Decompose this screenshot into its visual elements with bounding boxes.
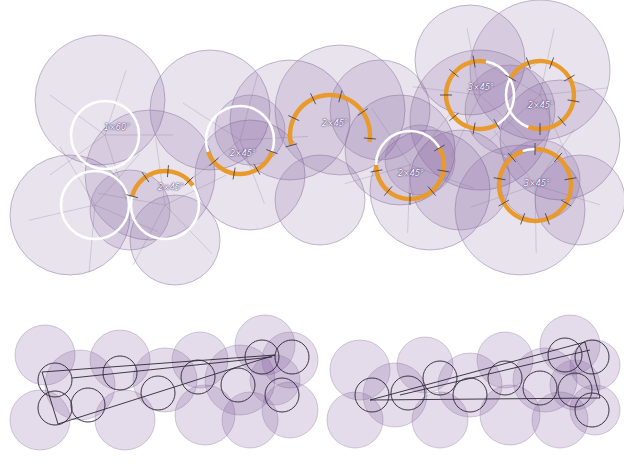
tick-mark bbox=[254, 164, 260, 174]
white-circle bbox=[61, 171, 129, 239]
tick-mark bbox=[558, 116, 566, 125]
tick-mark bbox=[473, 123, 475, 135]
tick-mark bbox=[449, 69, 458, 77]
tick-mark bbox=[494, 119, 500, 129]
outline-circle bbox=[558, 373, 592, 407]
tick-mark bbox=[564, 75, 574, 81]
outline-circle bbox=[141, 376, 175, 410]
tick-mark bbox=[434, 145, 444, 151]
tick-mark bbox=[266, 150, 277, 154]
guide-line bbox=[42, 355, 275, 424]
outline-circle bbox=[275, 340, 309, 374]
tick-mark bbox=[540, 123, 541, 135]
outline-circle bbox=[453, 378, 487, 412]
outline-circle bbox=[265, 378, 299, 412]
tick-mark bbox=[521, 213, 525, 224]
tick-mark bbox=[364, 138, 376, 139]
tick-mark bbox=[561, 200, 571, 206]
outline-circle bbox=[38, 363, 72, 397]
angle-label: 2×45° bbox=[230, 150, 256, 158]
angle-label: 2×45° bbox=[398, 170, 424, 178]
tick-mark bbox=[167, 165, 168, 177]
outline-circle bbox=[355, 378, 389, 412]
tick-mark bbox=[142, 172, 149, 182]
outline-circle bbox=[488, 361, 522, 395]
orange-arc bbox=[288, 93, 372, 146]
outline-circle bbox=[548, 338, 582, 372]
tick-mark bbox=[358, 109, 368, 116]
outline-circle bbox=[523, 371, 557, 405]
outline-circle bbox=[71, 388, 105, 422]
tick-mark bbox=[371, 170, 383, 172]
tick-mark bbox=[508, 153, 516, 162]
tick-mark bbox=[565, 178, 577, 180]
tick-mark bbox=[545, 213, 549, 224]
tick-mark bbox=[185, 177, 193, 185]
guide-line bbox=[400, 350, 590, 395]
tick-mark bbox=[554, 153, 562, 162]
guide-line bbox=[370, 342, 600, 400]
orange-arc bbox=[130, 169, 195, 197]
white-circles bbox=[61, 61, 574, 239]
tick-mark bbox=[568, 100, 580, 102]
angle-label: 2×45° bbox=[158, 184, 184, 192]
guide-line bbox=[72, 357, 272, 378]
tick-mark bbox=[288, 116, 299, 121]
tick-mark bbox=[505, 75, 515, 81]
tick-mark bbox=[499, 200, 509, 206]
orange-arc bbox=[206, 151, 274, 176]
purple-disk bbox=[215, 95, 285, 165]
tick-mark bbox=[384, 186, 392, 195]
outline-circle bbox=[38, 391, 72, 425]
angle-label: 3×45° bbox=[468, 84, 494, 92]
tick-mark bbox=[286, 144, 298, 147]
tick-mark bbox=[233, 168, 235, 180]
tick-mark bbox=[339, 91, 342, 103]
orange-path bbox=[126, 56, 579, 225]
tick-mark bbox=[526, 57, 530, 68]
tick-mark bbox=[428, 186, 436, 195]
angle-label: 2×45° bbox=[528, 102, 554, 110]
tick-mark bbox=[126, 195, 138, 198]
angle-label: 2×45° bbox=[322, 120, 348, 128]
tick-mark bbox=[410, 193, 411, 205]
tick-mark bbox=[494, 178, 506, 180]
white-circle bbox=[71, 101, 139, 169]
angle-label: 3×45° bbox=[524, 180, 550, 188]
tick-mark bbox=[209, 158, 218, 166]
bottom-left-panel bbox=[10, 315, 318, 450]
spoke-lines bbox=[29, 28, 608, 272]
outline-circle bbox=[221, 368, 255, 402]
angle-label: 1×60° bbox=[104, 124, 130, 132]
bottom-right-panel bbox=[327, 315, 620, 448]
tick-mark bbox=[438, 170, 450, 172]
purple-disks bbox=[10, 0, 624, 285]
tick-mark bbox=[535, 143, 536, 155]
orange-arc bbox=[509, 59, 577, 131]
tick-mark bbox=[440, 95, 452, 96]
tick-mark bbox=[473, 56, 475, 68]
tick-mark bbox=[550, 57, 554, 68]
tick-mark bbox=[311, 93, 316, 104]
orange-arc bbox=[497, 147, 573, 223]
purple-disk bbox=[500, 140, 580, 220]
purple-disk bbox=[550, 360, 600, 410]
tick-mark bbox=[449, 113, 458, 121]
